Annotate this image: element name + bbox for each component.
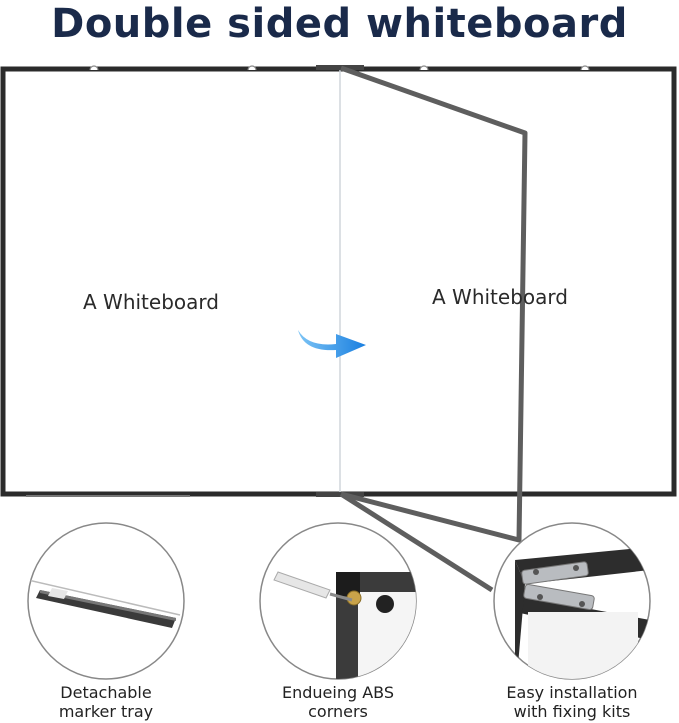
- hinge-bottom: [316, 492, 364, 497]
- left-board-label: A Whiteboard: [83, 290, 219, 314]
- fixing-kit-detail: [493, 522, 651, 680]
- hanging-hooks: [89, 65, 590, 71]
- caption-line-1: Detachable: [60, 683, 152, 702]
- caption-line-2: corners: [308, 702, 368, 721]
- page-title: Double sided whiteboard: [51, 1, 628, 47]
- hinge-top: [316, 65, 364, 70]
- caption-line-1: Easy installation: [506, 683, 638, 702]
- panel-extension-line: [339, 491, 494, 593]
- caption-line-1: Endueing ABS: [281, 683, 394, 702]
- feature-caption-fixing-kits: Easy installation with fixing kits: [472, 683, 672, 721]
- caption-line-2: with fixing kits: [513, 702, 631, 721]
- caption-line-2: marker tray: [58, 702, 154, 721]
- curved-arrow-icon: [298, 330, 366, 358]
- feature-caption-marker-tray: Detachable marker tray: [6, 683, 206, 721]
- abs-corner-detail: [259, 522, 417, 680]
- whiteboard-frame: [0, 66, 677, 497]
- feature-caption-abs-corners: Endueing ABS corners: [238, 683, 438, 721]
- right-board-label: A Whiteboard: [432, 285, 568, 309]
- rotating-panel-frame: [340, 65, 528, 543]
- marker-tray-detail: [27, 522, 185, 680]
